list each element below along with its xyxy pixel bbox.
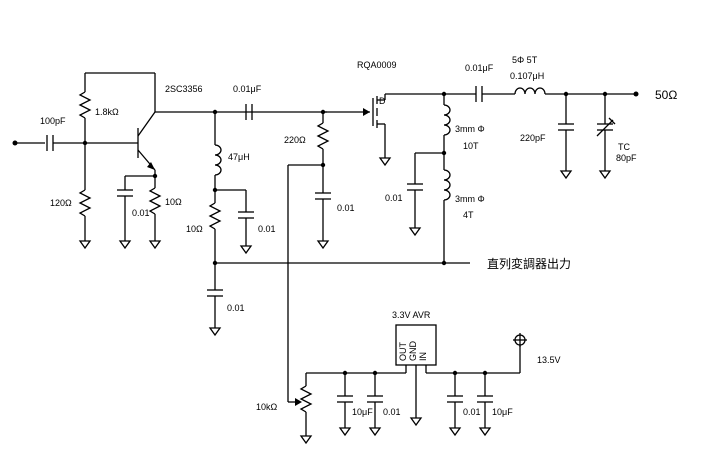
emitter-capacitor-label: 0.01 xyxy=(132,208,150,218)
fet-label: RQA0009 xyxy=(357,60,397,70)
decouple-capacitor-b xyxy=(206,289,224,297)
potentiometer xyxy=(299,385,313,413)
bias-resistor-top-label: 1.8kΩ xyxy=(95,107,119,117)
decouple-capacitor-a-label: 0.01 xyxy=(258,224,276,234)
bias-resistor-top xyxy=(78,91,92,119)
output-impedance-label: 50Ω xyxy=(655,88,677,102)
emitter-resistor-label: 10Ω xyxy=(165,197,182,207)
output-inductor-value: 0.107μH xyxy=(510,71,544,81)
collector-resistor-label: 10Ω xyxy=(186,224,203,234)
output-coupling-capacitor xyxy=(475,85,483,103)
drain-network: 3mm Φ 10T 0.01 3mm Φ 4T xyxy=(385,94,485,266)
regulator-in-capacitor-b-label: 10μF xyxy=(492,407,513,417)
gate-capacitor xyxy=(314,192,332,200)
gate-resistor-label: 220Ω xyxy=(284,135,306,145)
regulator-pin-out: OUT xyxy=(398,342,408,362)
regulator-in-capacitor-b xyxy=(476,395,494,403)
regulator-out-capacitor-a-label: 10μF xyxy=(352,407,373,417)
choke-inductor-label: 47μH xyxy=(228,152,250,162)
trimmer-value: 80pF xyxy=(616,153,637,163)
regulator-box xyxy=(395,324,437,366)
emitter-resistor xyxy=(148,187,162,215)
tap-inductor-turns: 4T xyxy=(463,210,474,220)
regulator-title: 3.3V AVR xyxy=(392,310,431,320)
bias-resistor-bottom-label: 120Ω xyxy=(50,198,72,208)
transistor-2sc3356 xyxy=(137,111,156,171)
decouple-capacitor-b-label: 0.01 xyxy=(227,303,245,313)
gate-capacitor-label: 0.01 xyxy=(337,203,355,213)
drain-inductor-turns: 10T xyxy=(463,141,479,151)
output-coupling-capacitor-label: 0.01μF xyxy=(465,63,494,73)
output-shunt-capacitor-label: 220pF xyxy=(520,133,546,143)
tap-inductor-size: 3mm Φ xyxy=(455,194,485,204)
potentiometer-label: 10kΩ xyxy=(256,402,278,412)
gate-resistor xyxy=(316,122,330,150)
input-capacitor-label: 100pF xyxy=(40,116,66,126)
transistor-1-label: 2SC3356 xyxy=(165,84,203,94)
output-inductor xyxy=(514,87,546,95)
tap-inductor xyxy=(443,169,451,201)
output-terminal xyxy=(633,91,639,97)
coupling-capacitor-label: 0.01μF xyxy=(233,84,262,94)
regulator-out-capacitor-b-label: 0.01 xyxy=(383,407,401,417)
regulator-pin-in: IN xyxy=(418,352,428,361)
input-stage: 100pF 1.8kΩ 120Ω 2SC3356 0.01 xyxy=(12,72,327,249)
trimmer-name: TC xyxy=(618,142,630,152)
decouple-capacitor-a xyxy=(237,211,255,219)
collector-supply: 47μH 0.01 10Ω 0.01 xyxy=(186,109,470,336)
drain-capacitor-label: 0.01 xyxy=(385,193,403,203)
output-shunt-capacitor xyxy=(557,123,575,131)
drain-capacitor xyxy=(406,183,424,191)
drain-inductor xyxy=(443,104,451,136)
drain-inductor-size: 3mm Φ xyxy=(455,124,485,134)
modulator-output-label: 直列変調器出力 xyxy=(487,256,571,271)
collector-resistor xyxy=(208,202,222,230)
emitter-capacitor xyxy=(116,189,134,197)
bias-resistor-bottom xyxy=(78,189,92,217)
fet-rqa0009: D xyxy=(323,94,391,166)
regulator-pin-gnd: GND xyxy=(408,341,418,362)
output-network: 0.01μF 5Φ 5T 0.107μH 50Ω 220pF TC 80pF xyxy=(385,55,677,179)
gate-bias: 220Ω 0.01 xyxy=(284,109,355,402)
regulator-in-capacitor-a-label: 0.01 xyxy=(463,407,481,417)
regulator-out-capacitor-b xyxy=(366,395,384,403)
output-inductor-turns: 5Φ 5T xyxy=(512,55,538,65)
regulator-section: 3.3V AVR OUT GND IN 13.5V 10μF 0.01 xyxy=(256,310,561,444)
input-capacitor xyxy=(46,134,54,152)
regulator-in-capacitor-a xyxy=(446,395,464,403)
svg-text:D: D xyxy=(379,96,386,106)
trimmer-capacitor xyxy=(596,123,614,131)
supply-voltage-label: 13.5V xyxy=(537,355,561,365)
regulator-out-capacitor-a xyxy=(336,395,354,403)
choke-inductor xyxy=(214,144,222,176)
